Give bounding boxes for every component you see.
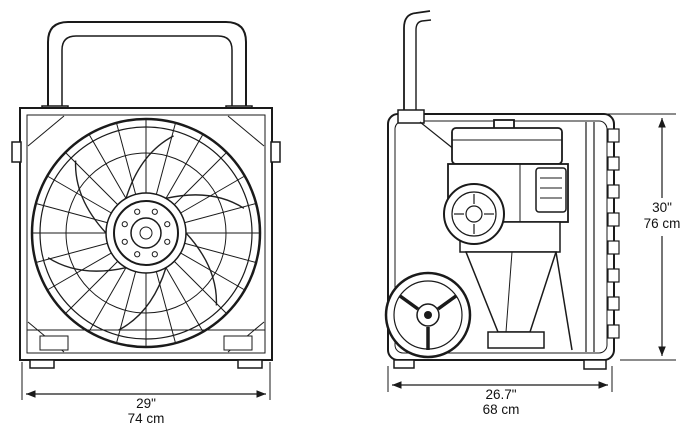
guard-edge-tabs: [607, 128, 620, 339]
engine-assembly: [443, 119, 573, 351]
front-width-cm-label: 74 cm: [128, 411, 165, 426]
carry-handle-front: [41, 21, 253, 121]
front-right-foot: [237, 359, 263, 369]
side-view-drawing: [384, 10, 620, 370]
depth-dimension: 26.7" 68 cm: [387, 366, 613, 417]
recoil-starter: [443, 183, 505, 245]
side-left-foot: [393, 359, 415, 369]
hub-outer-ring: [105, 192, 187, 274]
front-view-drawing: [11, 21, 281, 369]
carry-handle-side: [397, 10, 456, 151]
front-left-foot: [29, 359, 55, 369]
fuel-tank: [451, 127, 563, 165]
side-depth-cm-label: 68 cm: [483, 402, 520, 417]
transport-wheel: [384, 271, 472, 359]
hub-center: [130, 217, 162, 249]
axle: [424, 311, 432, 319]
front-width-inches-label: 29": [136, 396, 156, 411]
side-height-inches-label: 30": [652, 200, 672, 215]
height-dimension: 30" 76 cm: [598, 113, 681, 361]
fan-blades: [47, 135, 245, 331]
air-cleaner: [535, 167, 567, 213]
fan-guard-cage: [30, 117, 262, 349]
width-dimension: 29" 74 cm: [21, 362, 271, 426]
hub-bolt-circle: [121, 208, 171, 258]
side-depth-inches-label: 26.7": [485, 387, 516, 402]
side-height-cm-label: 76 cm: [644, 216, 681, 231]
guard-spokes: [33, 120, 259, 346]
side-right-foot: [583, 359, 607, 370]
mount-base: [487, 331, 545, 349]
